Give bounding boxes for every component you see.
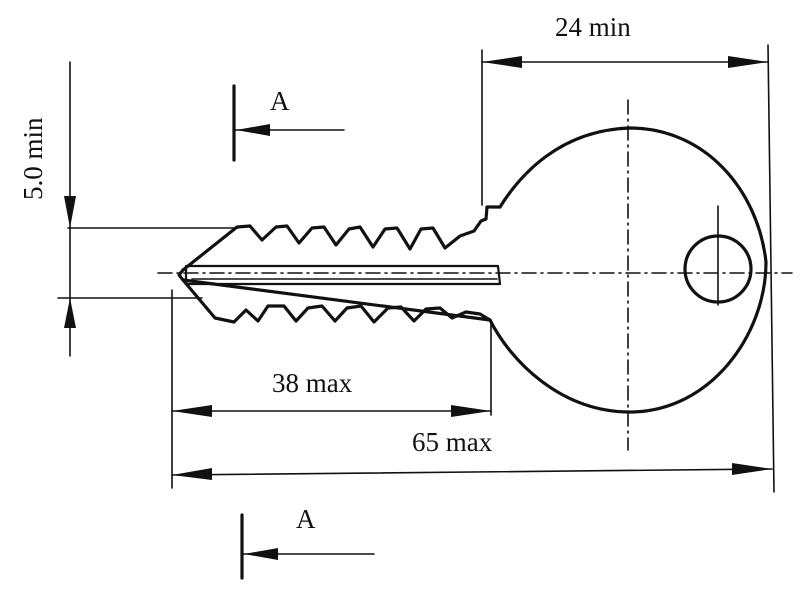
lower-blade-teeth — [181, 278, 492, 324]
section-arrowhead — [236, 124, 270, 136]
blade-groove — [184, 264, 502, 286]
dim-overall-length — [171, 463, 773, 480]
blade-tip — [177, 268, 185, 282]
arrow-right — [728, 56, 768, 68]
upper-blade-teeth — [181, 205, 502, 272]
section-label-top: A — [270, 86, 290, 116]
blade-height-label: 5.0 min — [18, 117, 48, 200]
extension-lines — [57, 44, 775, 493]
bow-width-label: 24 min — [555, 12, 631, 42]
arrow-up — [64, 298, 76, 328]
bow-end-extension — [767, 44, 775, 493]
arrow-right — [732, 463, 772, 475]
arrow-left — [482, 56, 522, 68]
section-label-bottom: A — [296, 504, 316, 534]
dim-line-65 — [171, 468, 773, 476]
blade-length-label: 38 max — [272, 368, 353, 398]
key-outline — [177, 126, 768, 414]
arrow-left — [172, 405, 212, 417]
dim-blade-length — [171, 405, 492, 417]
arrow-left — [172, 468, 212, 480]
key-bow — [488, 126, 768, 414]
dim-blade-height — [64, 61, 76, 357]
section-marker-top: A — [232, 84, 345, 162]
overall-length-label: 65 max — [412, 427, 493, 457]
section-marker-bottom: A — [240, 504, 375, 580]
arrow-down — [64, 196, 76, 228]
section-arrowhead — [244, 548, 278, 560]
bow-hole — [683, 205, 753, 306]
centerlines — [157, 99, 793, 451]
arrow-right — [451, 405, 491, 417]
dim-bow-width — [481, 56, 769, 68]
